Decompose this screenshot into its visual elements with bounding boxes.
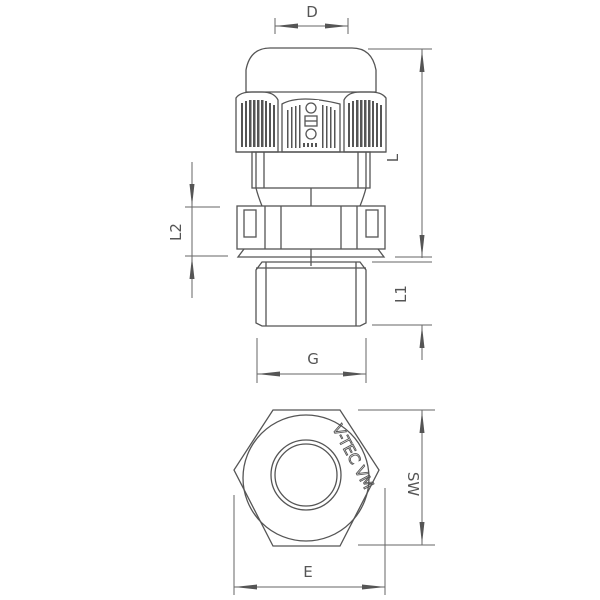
hex-nut xyxy=(236,205,386,266)
dimension-e: E xyxy=(233,488,386,595)
bore-outer xyxy=(270,439,342,511)
thread-body xyxy=(255,261,367,327)
dimension-sw: SW xyxy=(358,409,435,546)
knurled-crown xyxy=(235,91,387,153)
dimension-l: L xyxy=(368,48,432,258)
label-e: E xyxy=(303,563,312,581)
label-l1: L1 xyxy=(392,285,410,303)
label-l: L xyxy=(384,153,402,162)
dome-cap xyxy=(245,47,377,93)
dimension-d: D xyxy=(274,3,349,34)
neck-body xyxy=(251,151,371,207)
top-view: V-TEC VM xyxy=(233,409,380,547)
label-l2: L2 xyxy=(167,223,185,241)
label-sw: SW xyxy=(404,472,422,497)
bore-inner xyxy=(274,443,338,507)
label-d: D xyxy=(306,3,318,21)
hex-outline xyxy=(233,409,380,547)
label-g: G xyxy=(307,350,319,368)
outer-ring xyxy=(242,414,370,542)
dimension-l2: L2 xyxy=(167,162,228,298)
obo-logo xyxy=(303,100,319,148)
dimension-g: G xyxy=(256,338,367,383)
dimension-l1: L1 xyxy=(372,256,432,360)
side-view xyxy=(235,47,387,327)
